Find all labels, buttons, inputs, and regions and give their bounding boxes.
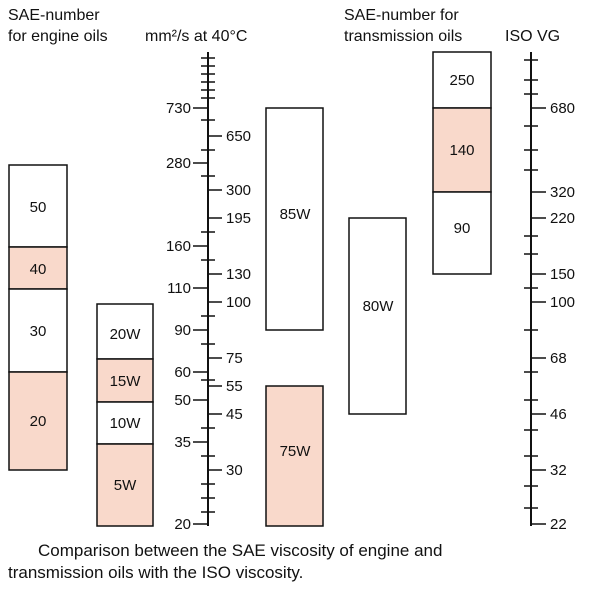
viscosity-scale: 730 280 160 110 90 60 50 35 20 650 300 1… <box>166 52 251 533</box>
scale-left-label: 730 <box>166 100 191 117</box>
grade-box-20 <box>8 371 68 471</box>
header-kinematic-viscosity: mm²/s at 40°C <box>145 28 247 45</box>
header-sae-trans-line1: SAE-number for <box>344 7 459 24</box>
iso-label: 320 <box>550 184 575 201</box>
scale-mid-label: 650 <box>226 128 251 145</box>
transmission-grades: 250 140 90 <box>432 51 492 275</box>
iso-label: 150 <box>550 266 575 283</box>
grade-label: 80W <box>363 298 395 315</box>
scale-left-label: 110 <box>167 280 191 297</box>
iso-label: 220 <box>550 210 575 227</box>
grade-box-85w <box>265 107 324 331</box>
header-sae-trans-line2: transmission oils <box>344 28 462 45</box>
engine-grades-column: 50 40 30 20 <box>8 164 68 471</box>
grade-label: 40 <box>30 261 47 278</box>
scale-mid-label: 55 <box>226 378 243 395</box>
grade-box-90 <box>432 191 492 275</box>
header-sae-engine-line2: for engine oils <box>8 28 108 45</box>
winter-grades-column: 20W 15W 10W 5W <box>96 303 154 527</box>
grade-label: 5W <box>114 477 137 494</box>
iso-vg-scale: 680 320 220 150 100 68 46 32 22 <box>524 52 575 533</box>
grade-box-20w <box>96 303 154 360</box>
grade-box-5w <box>96 443 154 527</box>
scale-mid-label: 30 <box>226 462 243 479</box>
grade-box-80w <box>348 217 407 415</box>
grade-box-10w <box>96 401 154 445</box>
grade-box-75w <box>265 385 324 527</box>
iso-label: 32 <box>550 462 567 479</box>
grade-label: 140 <box>449 142 474 159</box>
iso-label: 68 <box>550 350 567 367</box>
iso-scale-minor-ticks <box>524 59 538 509</box>
scale-mid-label: 300 <box>226 182 251 199</box>
scale-left-label: 35 <box>174 434 191 451</box>
scale-mid-label: 75 <box>226 350 243 367</box>
grade-box-250 <box>432 51 492 109</box>
scale-mid-label: 100 <box>226 294 251 311</box>
grade-label: 15W <box>110 373 142 390</box>
grade-label: 90 <box>454 220 471 237</box>
grade-label: 50 <box>30 199 47 216</box>
header-sae-engine-line1: SAE-number <box>8 7 100 24</box>
iso-label: 46 <box>550 406 567 423</box>
iso-label: 100 <box>550 294 575 311</box>
caption-line-2: transmission oils with the ISO viscosity… <box>8 563 304 582</box>
viscosity-diagram: SAE-number for engine oils mm²/s at 40°C… <box>8 7 575 533</box>
grade-label: 20 <box>30 413 47 430</box>
scale-mid-label: 130 <box>226 266 251 283</box>
iso-label: 22 <box>550 516 567 533</box>
transmission-w-grades: 85W 75W 80W <box>265 107 407 527</box>
viscosity-scale-minor-ticks <box>201 57 215 513</box>
grade-label: 30 <box>30 323 47 340</box>
grade-label: 20W <box>110 326 142 343</box>
grade-label: 85W <box>280 206 312 223</box>
scale-left-label: 20 <box>174 516 191 533</box>
header-iso-vg: ISO VG <box>505 28 560 45</box>
scale-mid-label: 195 <box>226 210 251 227</box>
scale-left-label: 90 <box>174 322 191 339</box>
caption-line-1: Comparison between the SAE viscosity of … <box>38 541 443 560</box>
grade-box-140 <box>432 107 492 193</box>
iso-label: 680 <box>550 100 575 117</box>
grade-label: 75W <box>280 443 312 460</box>
scale-left-label: 50 <box>174 392 191 409</box>
grade-label: 250 <box>449 72 474 89</box>
scale-left-label: 280 <box>166 155 191 172</box>
figure-caption: Comparison between the SAE viscosity of … <box>8 540 588 584</box>
scale-left-label: 60 <box>174 364 191 381</box>
scale-left-label: 160 <box>166 238 191 255</box>
scale-mid-label: 45 <box>226 406 243 423</box>
grade-label: 10W <box>110 415 142 432</box>
